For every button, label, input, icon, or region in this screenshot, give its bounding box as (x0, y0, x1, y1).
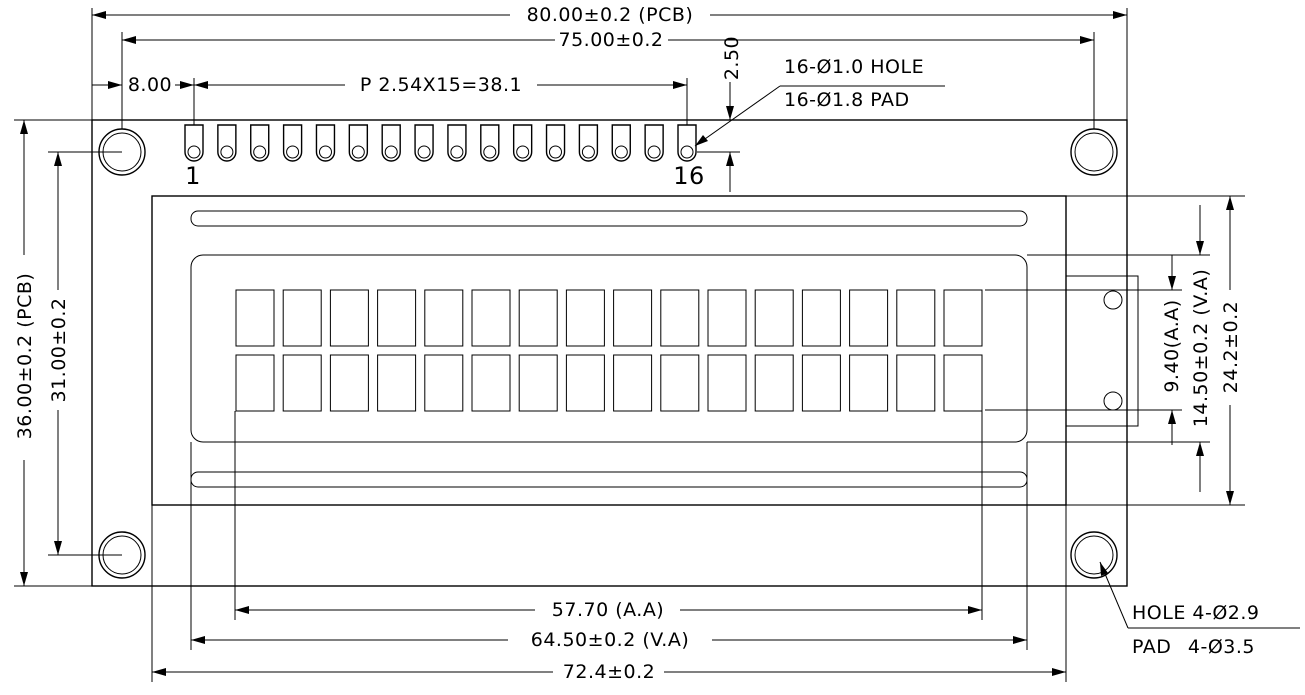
character-cell (377, 354, 417, 412)
pin-hole-label: 16-Ø1.0 HOLE (784, 56, 924, 78)
dimension-lines (23, 14, 1231, 673)
va-width-label: 64.50±0.2 (V.A) (531, 629, 689, 651)
dimension-arrow-icon (20, 11, 1234, 676)
character-cell (471, 354, 511, 412)
pin-pad-icon (217, 124, 237, 162)
pin-pad-icon (348, 124, 369, 162)
pin-last-label: 16 (673, 162, 705, 190)
character-cell (471, 289, 511, 347)
character-cell (896, 354, 936, 412)
character-cell (849, 289, 889, 347)
pin-pad-label: 16-Ø1.8 PAD (784, 89, 910, 111)
pin-pad-icon (447, 124, 467, 162)
character-cell (329, 289, 369, 347)
character-cells (235, 289, 983, 412)
viewing-area (190, 254, 1028, 443)
pin-first-label: 1 (185, 162, 201, 190)
mounting-hole-icon (1070, 128, 1118, 176)
va-height-label: 14.50±0.2 (V.A) (1190, 269, 1212, 427)
pcb-height-label: 36.00±0.2 (PCB) (14, 273, 36, 440)
pin-pad-icon (578, 124, 599, 162)
pin-pad-icon (644, 124, 664, 162)
led-hole-icon (1103, 391, 1123, 411)
bezel-outline (151, 195, 1067, 506)
pin-header (184, 124, 697, 162)
leader-lines (694, 85, 1300, 629)
top-slot (190, 210, 1028, 227)
character-cell (660, 354, 700, 412)
pin-pad-icon (512, 124, 533, 162)
mounting-hole-icon (1070, 531, 1118, 579)
mount-pad-label: PAD 4-Ø3.5 (1132, 636, 1255, 658)
pcb-outline (91, 119, 1128, 587)
pin-row-offset-label: 2.50 (721, 36, 743, 80)
character-cell (707, 354, 747, 412)
pin-pad-icon (250, 124, 270, 162)
pin-pad-icon (381, 124, 401, 162)
dimension-labels: 80.00±0.2 (PCB) 75.00±0.2 8.00 P 2.54X15… (14, 4, 1260, 683)
pin-pad-icon (545, 124, 566, 162)
pin-pad-icon (677, 124, 697, 162)
character-cell (660, 289, 700, 347)
pin-pad-icon (611, 124, 631, 162)
aa-height-label: 9.40(A.A) (1161, 299, 1183, 392)
character-cell (235, 289, 275, 347)
character-cell (565, 354, 605, 412)
character-cell (613, 289, 653, 347)
character-cell (801, 354, 841, 412)
bezel-width-label: 72.4±0.2 (563, 661, 655, 683)
bezel-height-label: 24.2±0.2 (1220, 301, 1242, 393)
character-cell (518, 289, 558, 347)
pin-pad-icon (315, 124, 336, 162)
pcb-width-label: 80.00±0.2 (PCB) (527, 4, 694, 26)
character-cell (518, 354, 558, 412)
pin1-offset-label: 8.00 (128, 74, 172, 96)
led-hole-icon (1103, 290, 1123, 310)
character-cell (754, 354, 794, 412)
hole-spacing-x-label: 75.00±0.2 (558, 29, 663, 51)
pin-pad-icon (184, 124, 204, 162)
character-cell (235, 354, 275, 412)
bottom-slot (190, 471, 1028, 488)
character-cell (943, 289, 983, 347)
character-cell (896, 289, 936, 347)
pin-pad-icon (480, 124, 500, 162)
character-cell (565, 289, 605, 347)
pin-pitch-label: P 2.54X15=38.1 (360, 74, 522, 96)
character-cell (943, 354, 983, 412)
character-cell (424, 289, 464, 347)
character-cell (707, 289, 747, 347)
hole-spacing-y-label: 31.00±0.2 (48, 297, 70, 402)
character-cell (613, 354, 653, 412)
character-cell (329, 354, 369, 412)
extension-lines (14, 8, 1245, 682)
character-cell (801, 289, 841, 347)
pin-pad-icon (282, 124, 303, 162)
character-cell (424, 354, 464, 412)
character-cell (754, 289, 794, 347)
mount-hole-label: HOLE 4-Ø2.9 (1132, 602, 1260, 624)
character-cell (377, 289, 417, 347)
character-cell (282, 289, 322, 347)
character-cell (282, 354, 322, 412)
aa-width-label: 57.70 (A.A) (552, 599, 664, 621)
pin-pad-icon (414, 124, 434, 162)
character-cell (849, 354, 889, 412)
